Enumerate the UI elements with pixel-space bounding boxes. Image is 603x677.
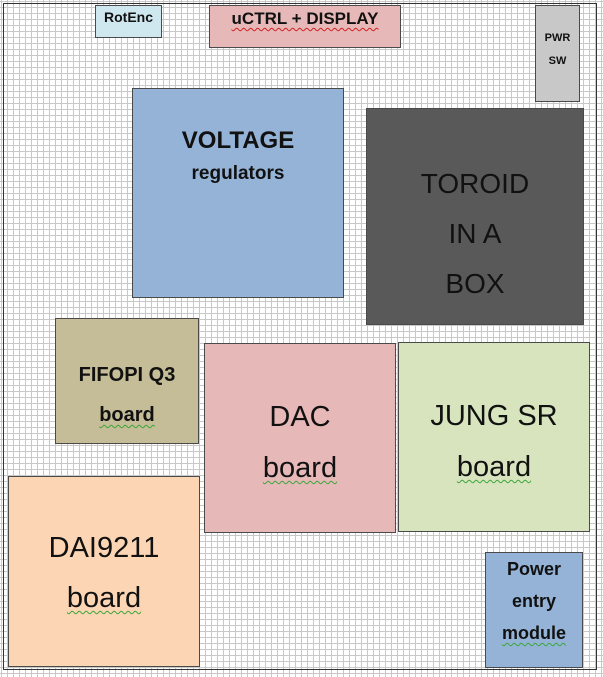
power-entry-label-line3: module	[501, 623, 566, 643]
dac-board-block: DAC board	[204, 343, 396, 533]
toroid-label-line3: BOX	[445, 268, 505, 299]
toroid-label-line2: IN A	[448, 218, 502, 249]
power-entry-label-line2: entry	[511, 591, 556, 611]
fifopi-label-line1: FIFOPI Q3	[78, 364, 176, 386]
toroid-label-line1: TOROID	[420, 168, 530, 199]
power-entry-label-line1: Power	[506, 559, 562, 579]
power-switch-block: PWR SW	[535, 5, 580, 102]
jung-sr-board-block: JUNG SR board	[398, 342, 590, 532]
jung-sr-label-line2: board	[456, 451, 532, 483]
microcontroller-display-label: uCTRL + DISPLAY	[231, 9, 379, 28]
dac-label-line2: board	[262, 452, 338, 484]
dai9211-board-block: DAI9211 board	[8, 476, 200, 667]
voltage-regulators-label-line1: VOLTAGE	[181, 127, 295, 154]
rotary-encoder-block: RotEnc	[95, 5, 162, 38]
voltage-regulators-label-line2: regulators	[191, 163, 285, 184]
dai9211-label-line2: board	[66, 582, 142, 614]
fifopi-label-line2: board	[99, 404, 155, 426]
dai9211-label-line1: DAI9211	[48, 532, 160, 564]
power-entry-module-block: Power entry module	[485, 552, 583, 668]
power-switch-label-line1: PWR	[544, 32, 571, 44]
jung-sr-label-line1: JUNG SR	[430, 400, 558, 432]
rotary-encoder-label: RotEnc	[104, 9, 153, 25]
dac-label-line1: DAC	[269, 401, 331, 433]
voltage-regulators-block: VOLTAGE regulators	[132, 88, 344, 298]
power-switch-label-line2: SW	[548, 55, 567, 67]
microcontroller-display-block: uCTRL + DISPLAY	[209, 5, 401, 48]
fifopi-board-block: FIFOPI Q3 board	[55, 318, 199, 444]
enclosure-outline	[3, 3, 597, 670]
toroid-box-block: TOROID IN A BOX	[366, 108, 584, 325]
